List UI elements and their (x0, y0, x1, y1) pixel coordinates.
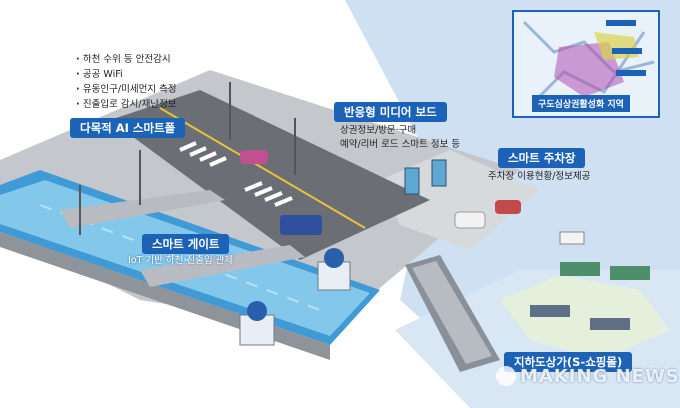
mall-floor-green (500, 275, 670, 360)
gate-kiosk-sensor (324, 248, 344, 268)
road-center-line (159, 107, 366, 229)
bus (280, 215, 322, 235)
road (110, 90, 430, 260)
gate-kiosk-sensor (247, 301, 267, 321)
crosswalk (179, 141, 293, 207)
smart-gate-desc: IoT 기반 하천 진출입 관제 (128, 255, 234, 266)
underground-mall-label: 지하도상가(S-쇼핑몰) (504, 352, 633, 372)
mall-shelf (590, 318, 630, 330)
district-map-graphic (522, 20, 655, 104)
plaza (380, 150, 540, 250)
media-board (431, 159, 447, 187)
media-board-label: 반응형 미디어 보드 (334, 102, 447, 122)
feature-item: 하천 수위 등 안전감시 (76, 52, 177, 67)
mall-shelf (560, 262, 600, 276)
parking-label: 스마트 주차장 (498, 148, 586, 168)
media-board-desc-line1: 상권정보/방문·구매 (340, 125, 417, 136)
feature-item: 진출입로 감시/재난정보 (76, 97, 177, 112)
escalator-steps (412, 261, 492, 364)
car-white (454, 211, 486, 229)
bridge (60, 190, 225, 228)
car-pink (240, 150, 268, 164)
watermark: MAKING NEWS (520, 366, 680, 387)
smart-pole-label: 다목적 AI 스마트폴 (70, 118, 186, 138)
car-red (495, 200, 521, 214)
watermark-logo-icon (496, 366, 516, 386)
mall-shelf (610, 266, 650, 280)
mall-shelf (530, 305, 570, 317)
bridge (140, 245, 305, 287)
media-board-desc-line2: 예약/리버 로드 스마트 정보 등 (340, 139, 461, 150)
smart-pole-features: 하천 수위 등 안전감시 공공 WiFi 유동인구/미세먼지 측정 진출입로 감… (76, 52, 177, 112)
smart-pole (79, 82, 296, 235)
feature-item: 유동인구/미세먼지 측정 (76, 82, 177, 97)
smart-gate-label: 스마트 게이트 (142, 234, 230, 254)
feature-item: 공공 WiFi (76, 67, 177, 82)
district-map-caption: 구도심상권활성화 지역 (532, 95, 630, 112)
media-board (404, 167, 420, 195)
mall-signboard (559, 231, 585, 245)
district-map: 구도심상권활성화 지역 (512, 10, 660, 118)
parking-desc: 주차장 이용현황/정보제공 (488, 171, 591, 182)
